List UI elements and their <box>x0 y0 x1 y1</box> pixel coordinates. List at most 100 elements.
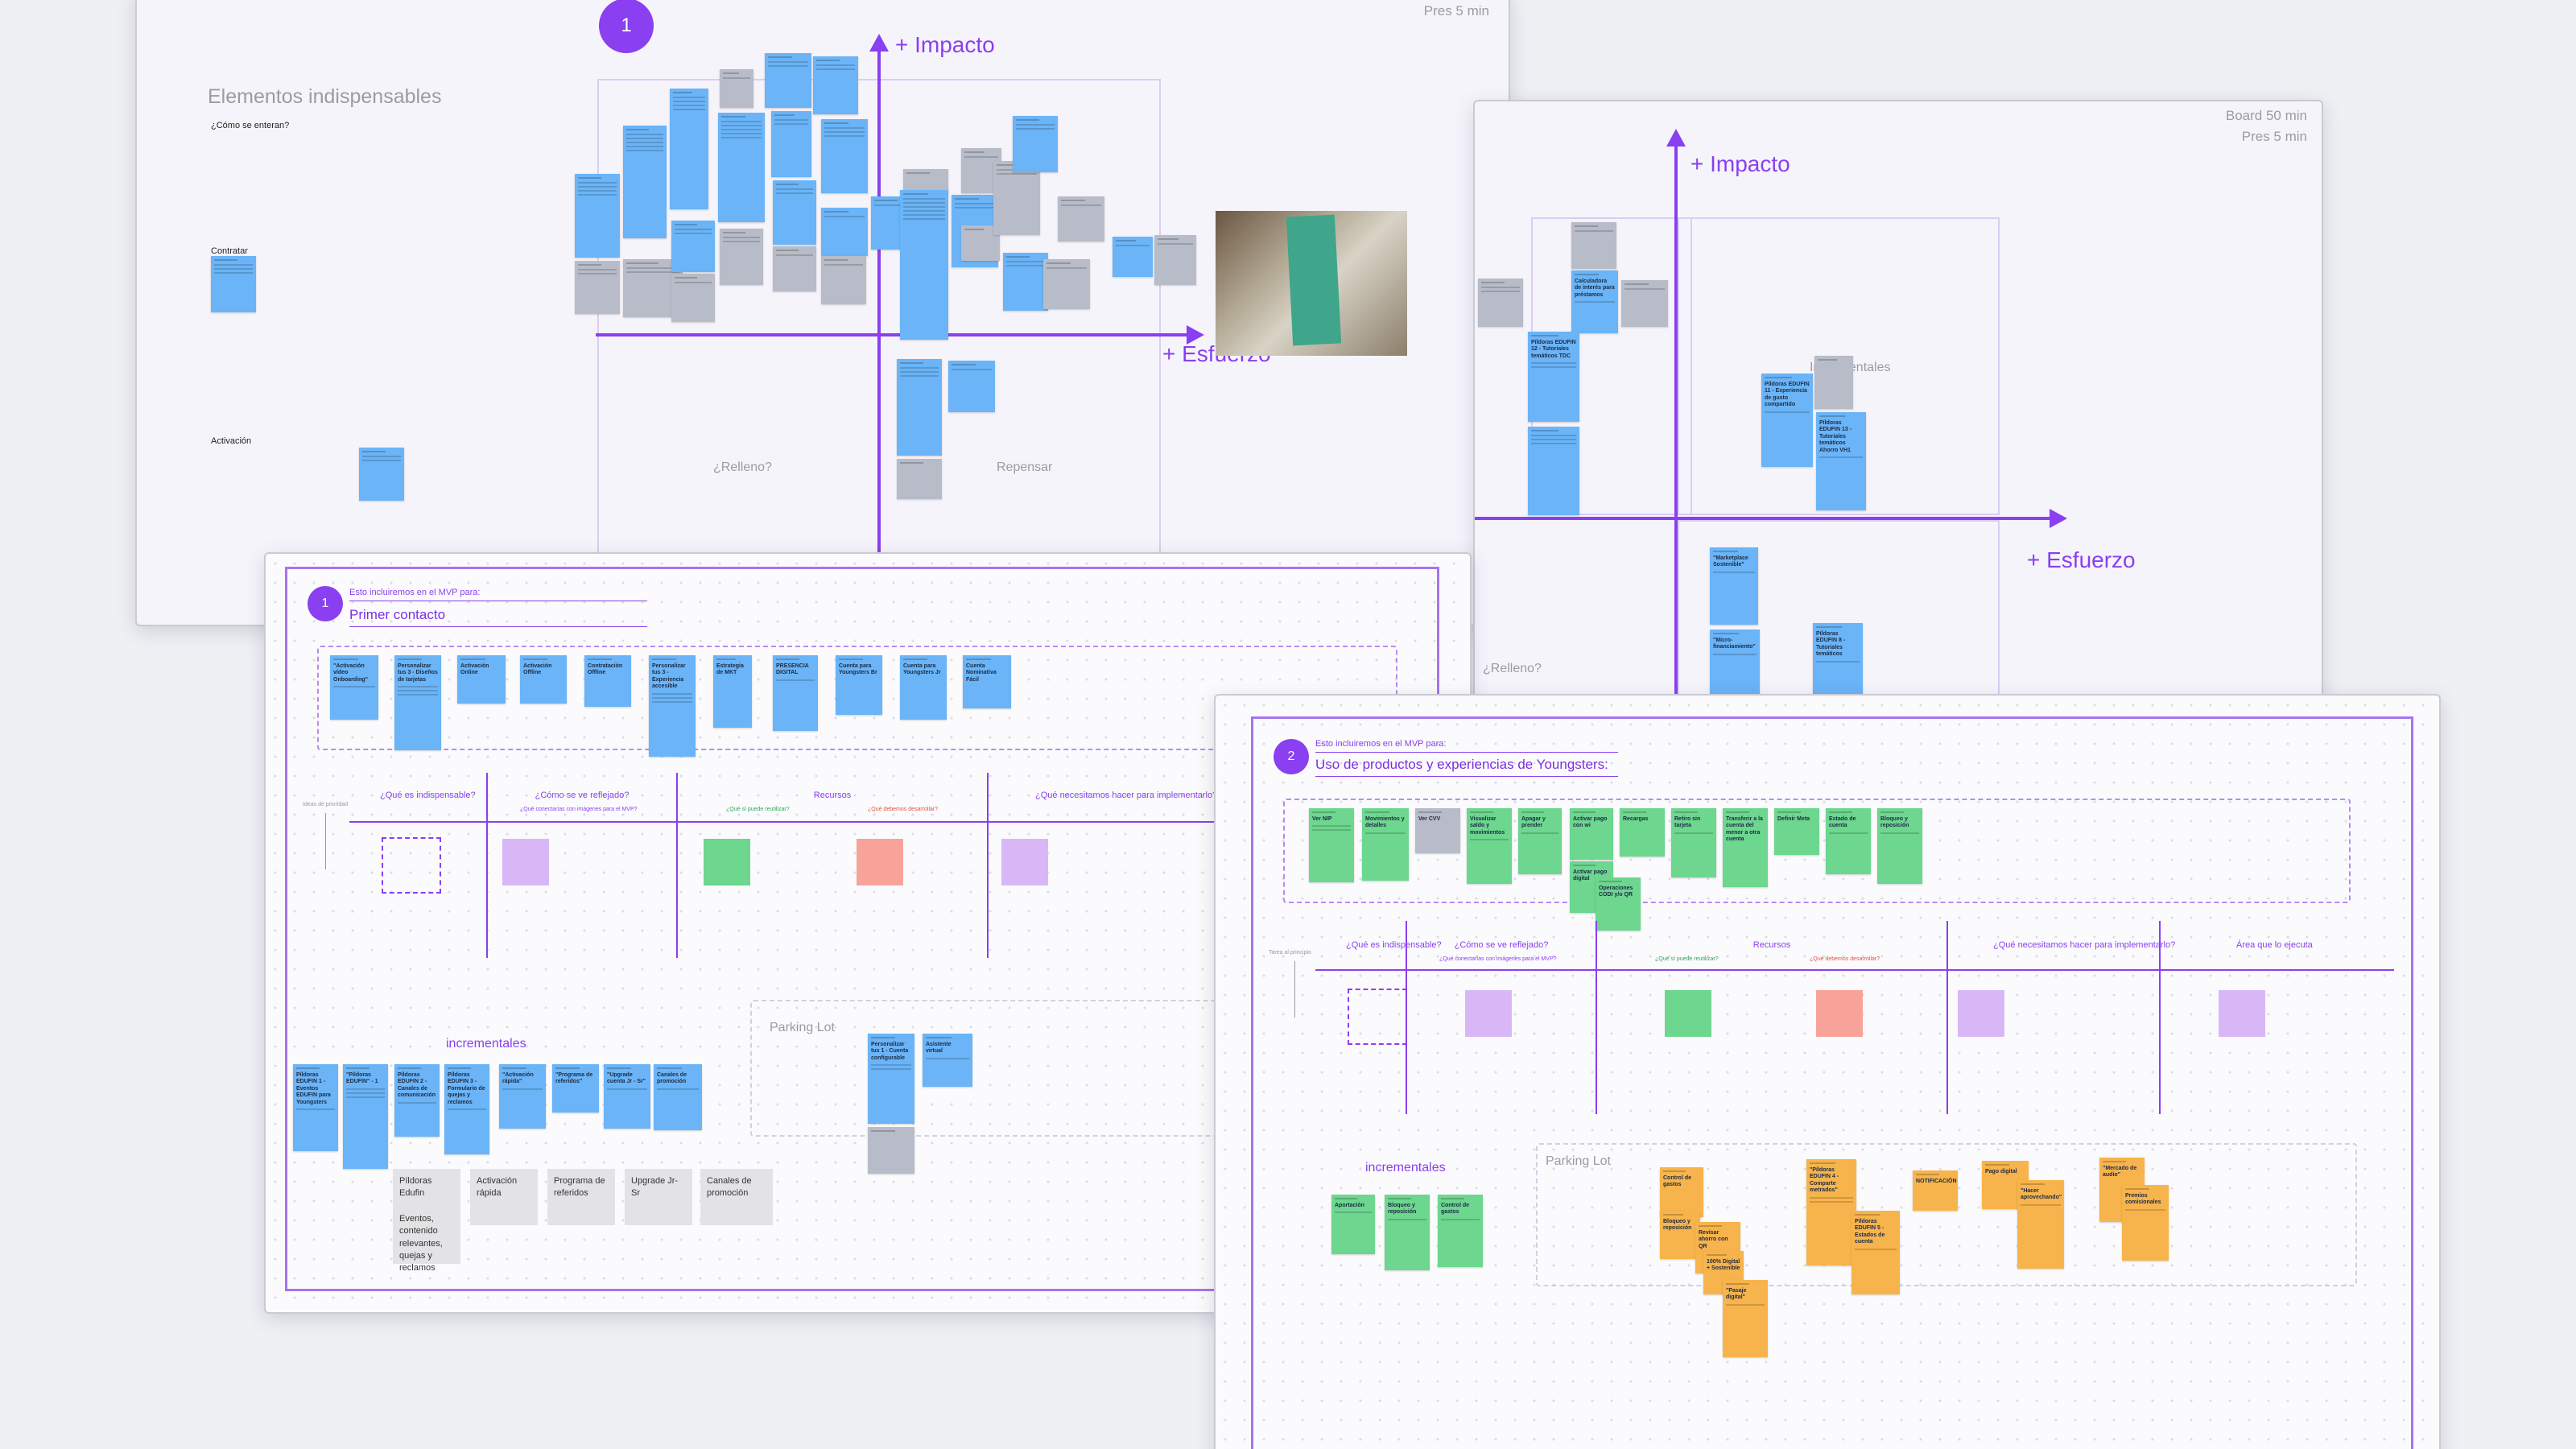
sticky-note[interactable] <box>671 221 715 272</box>
mvp-2-dropzone[interactable] <box>1283 799 2351 903</box>
sticky-note[interactable] <box>821 256 866 304</box>
sticky-note[interactable]: Premios comisionales <box>2122 1185 2169 1261</box>
sticky-note[interactable]: Movimientos y detalles <box>1362 808 1409 881</box>
sticky-note[interactable]: Definir Meta <box>1774 808 1819 855</box>
sample-sticky-green[interactable] <box>704 839 750 886</box>
sticky-note[interactable]: Calculadora de interés para préstamos <box>1571 270 1618 333</box>
sticky-note[interactable]: Ver CVV <box>1415 808 1460 853</box>
board-priority-matrix-b[interactable]: Board 50 min Pres 5 min + Impacto + Esfu… <box>1473 100 2323 712</box>
sticky-note[interactable]: "Píldoras EDUFIN" - 1 <box>343 1064 388 1169</box>
sticky-note[interactable] <box>771 111 811 177</box>
sample-sticky-lavender-2[interactable] <box>1001 839 1048 886</box>
sticky-note[interactable] <box>720 229 763 285</box>
sample-sticky-red[interactable] <box>857 839 903 886</box>
sticky-note[interactable] <box>897 459 942 499</box>
sticky-note[interactable] <box>773 246 816 291</box>
sticky-note[interactable] <box>671 274 715 322</box>
sticky-note[interactable]: Personalizar tus 3 - Experiencia accesib… <box>649 655 696 757</box>
sticky-note[interactable] <box>900 190 948 340</box>
sticky-note[interactable]: Píldoras EDUFIN 12 - Tutoriales temático… <box>1528 332 1579 422</box>
sticky-note[interactable] <box>1571 222 1616 269</box>
sample-sticky-red[interactable] <box>1816 990 1863 1037</box>
sticky-note[interactable]: "Upgrade cuenta Jr - Sr" <box>604 1064 650 1129</box>
sticky-note[interactable]: Visualizar saldo y movimientos <box>1467 808 1512 884</box>
sticky-note[interactable]: "Activación vídeo Onboarding" <box>330 655 378 720</box>
sticky-note[interactable] <box>1113 237 1153 277</box>
sticky-note[interactable] <box>813 56 858 114</box>
sticky-note[interactable]: Píldoras EDUFIN 2 - Canales de comunicac… <box>394 1064 440 1137</box>
sticky-note[interactable]: Control de gastos <box>1438 1195 1483 1267</box>
sticky-note[interactable]: Píldoras EDUFIN 3 - Formulario de quejas… <box>444 1064 489 1154</box>
sticky-note[interactable] <box>1478 279 1523 327</box>
sample-sticky-lavender-2[interactable] <box>1958 990 2004 1037</box>
sticky-note[interactable] <box>575 174 620 258</box>
sticky-note[interactable]: Personalizar tus 1 - Cuenta configurable <box>868 1034 914 1124</box>
sample-sticky-lavender[interactable] <box>1465 990 1512 1037</box>
sticky-note[interactable]: Contratación Offline <box>584 655 631 707</box>
sticky-note[interactable] <box>821 119 868 193</box>
sticky-note[interactable]: Personalizar tus 3 - Diseños de tarjetas <box>394 655 441 750</box>
sticky-note[interactable] <box>948 361 995 412</box>
sticky-note[interactable]: Bloqueo y reposición <box>1877 808 1922 884</box>
sticky-note[interactable] <box>1043 259 1090 309</box>
sticky-note[interactable] <box>1058 196 1104 242</box>
sticky-note[interactable]: "Hacer aprovechando" <box>2017 1180 2064 1269</box>
sticky-note[interactable] <box>897 359 942 456</box>
sticky-note[interactable]: Recargas <box>1620 808 1665 857</box>
sticky-note[interactable] <box>670 89 708 209</box>
sticky-note[interactable]: Apagar y prender <box>1518 808 1562 874</box>
sticky-note[interactable]: NOTIFICACIÓN <box>1913 1170 1958 1211</box>
sticky-note[interactable]: Estrategia de MKT <box>713 655 752 728</box>
sticky-note[interactable]: Aportación <box>1331 1195 1375 1254</box>
sticky-note[interactable] <box>868 1127 914 1174</box>
sticky-note[interactable] <box>1003 253 1048 311</box>
sticky-note[interactable] <box>765 53 811 108</box>
sample-sticky-lavender-3[interactable] <box>2219 990 2265 1037</box>
parking-lot-2[interactable] <box>1536 1143 2357 1286</box>
sticky-note[interactable]: Canales de promoción <box>654 1064 702 1130</box>
sticky-note[interactable]: Control de gastos <box>1660 1167 1703 1217</box>
sticky-note[interactable]: Transferir a la cuenta del menor a otra … <box>1723 808 1768 887</box>
sticky-note[interactable]: Activación Offline <box>520 655 567 704</box>
placeholder-indispensable[interactable] <box>382 837 441 894</box>
sticky-note[interactable] <box>1814 356 1853 409</box>
sticky-note[interactable]: "Marketplace Sostenible" <box>1710 547 1758 625</box>
sticky-note[interactable] <box>1154 235 1196 285</box>
sticky-note[interactable]: "Programa de referidos" <box>552 1064 599 1113</box>
board-priority-matrix-a[interactable]: Pres 5 min 1 Elementos indispensables ¿C… <box>135 0 1510 626</box>
sticky-note[interactable]: Bloqueo y reposición <box>1385 1195 1430 1270</box>
sticky-note[interactable]: Operaciones CODI y/o QR <box>1596 877 1641 931</box>
sticky-note[interactable]: Bloqueo y reposición <box>1660 1211 1700 1259</box>
placeholder-indispensable[interactable] <box>1348 989 1407 1045</box>
sticky-note[interactable] <box>1621 280 1668 327</box>
sticky-note[interactable]: Asistente virtual <box>923 1034 972 1087</box>
sticky-note[interactable]: "Píldoras EDUFIN 4 - Comparte metrados" <box>1806 1159 1856 1265</box>
sticky-note[interactable]: "Pasaje digital" <box>1723 1280 1768 1357</box>
sample-sticky-green[interactable] <box>1665 990 1711 1037</box>
board-mvp-uso-productos[interactable]: Esto incluiremos en el MVP para: 2 Uso d… <box>1214 694 2441 1449</box>
sticky-note[interactable]: Activar pago con wi <box>1570 808 1613 860</box>
sticky-note[interactable]: PRESENCIA DIGITAL <box>773 655 818 731</box>
sticky-note[interactable] <box>1528 427 1579 515</box>
sticky-note[interactable] <box>993 161 1040 235</box>
sticky-note[interactable] <box>773 180 816 245</box>
sticky-note[interactable]: Píldoras EDUFIN 8 - Tutoriales temáticos <box>1813 623 1863 704</box>
sticky-note[interactable] <box>1013 116 1058 172</box>
sticky-note[interactable] <box>575 261 620 314</box>
sticky-note[interactable] <box>718 113 765 222</box>
sticky-note[interactable] <box>623 126 667 238</box>
sticky-note[interactable] <box>821 208 868 256</box>
sticky-note[interactable]: Píldoras EDUFIN 5 - Estados de cuenta <box>1852 1211 1900 1294</box>
sample-sticky-lavender[interactable] <box>502 839 549 886</box>
sticky-note[interactable] <box>211 256 256 312</box>
sticky-note[interactable]: Cuenta para Youngsters Br <box>836 655 882 715</box>
sticky-note[interactable]: Píldoras EDUFIN 1 - Eventos EDUFIN para … <box>293 1064 338 1151</box>
sticky-note[interactable]: Cuenta para Youngsters Jr <box>900 655 947 720</box>
sticky-note[interactable] <box>720 69 753 108</box>
sticky-note[interactable]: Estado de cuenta <box>1826 808 1871 874</box>
sticky-note[interactable] <box>359 448 404 501</box>
sticky-note[interactable]: Píldoras EDUFIN 11 - Experiencia de gust… <box>1761 374 1813 467</box>
sticky-note[interactable]: Retiro sin tarjeta <box>1671 808 1716 877</box>
sticky-note[interactable]: Activación Online <box>457 655 506 704</box>
sticky-note[interactable]: Cuenta Nominativa Fácil <box>963 655 1011 708</box>
